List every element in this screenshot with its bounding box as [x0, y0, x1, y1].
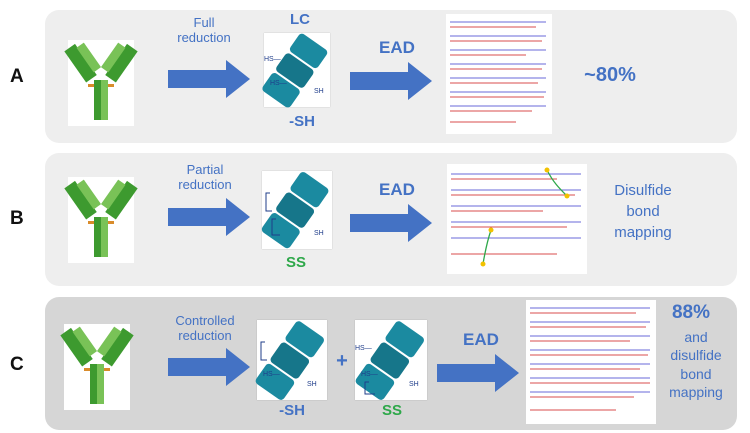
arrow-b1 — [168, 198, 250, 236]
step-label-c: Controlled reduction — [156, 313, 254, 343]
svg-text:HS—: HS— — [263, 371, 280, 378]
arrow-c1 — [168, 348, 250, 386]
step-text-c: Controlled reduction — [175, 313, 235, 343]
chain-bottom-label-c1: -SH — [279, 402, 305, 419]
antibody-icon — [64, 177, 138, 263]
step-label-b: Partial reduction — [160, 162, 250, 192]
arrow-c2 — [437, 354, 519, 392]
svg-text:SH: SH — [409, 381, 419, 388]
svg-text:HS—: HS— — [264, 56, 281, 63]
row-label-c: C — [10, 354, 24, 375]
method-label-a: EAD — [379, 38, 415, 57]
method-label-b: EAD — [379, 180, 415, 199]
svg-text:HS—: HS— — [270, 80, 287, 87]
sequence-map-a — [446, 14, 552, 134]
sequence-map-b — [447, 164, 587, 274]
result-text-b: Disulfide bond mapping — [614, 182, 672, 241]
result-b: Disulfide bond mapping — [602, 180, 684, 243]
chain-bottom-label-c2: SS — [381, 402, 402, 419]
result-text-c: and disulfide bond mapping — [669, 329, 723, 401]
result-pct-c: 88% — [671, 302, 711, 323]
light-chain-icon-c2: HS— HS— SH — [355, 321, 424, 400]
svg-text:SH: SH — [314, 230, 324, 237]
antibody-icon — [60, 324, 134, 410]
row-label-a: A — [10, 66, 24, 87]
svg-text:SH: SH — [307, 381, 317, 388]
light-chain-icon-b: SH — [261, 172, 329, 249]
sequence-map-c — [526, 300, 656, 424]
light-chain-icon-a: HS— HS— SH — [262, 33, 328, 108]
row-label-b: B — [10, 208, 24, 229]
step-label-a: Full reduction — [164, 15, 244, 45]
svg-text:HS—: HS— — [361, 371, 378, 378]
antibody-icon — [64, 40, 138, 126]
arrow-a2 — [350, 62, 432, 100]
arrow-a1 — [168, 60, 250, 98]
light-chain-icon-c1: HS— SH — [255, 321, 324, 400]
step-text-b: Partial reduction — [178, 162, 232, 192]
result-c: and disulfide bond mapping — [656, 328, 736, 402]
chain-bottom-label-b: SS — [285, 254, 306, 271]
chain-bottom-label-a: -SH — [289, 113, 315, 130]
plus-sign: + — [336, 350, 348, 372]
svg-text:SH: SH — [314, 88, 324, 95]
result-a: ~80% — [584, 64, 636, 86]
step-text-a: Full reduction — [177, 15, 231, 45]
method-label-c: EAD — [463, 330, 499, 349]
arrow-b2 — [350, 204, 432, 242]
svg-text:HS—: HS— — [355, 345, 372, 352]
chain-top-label-a: LC — [290, 11, 310, 28]
